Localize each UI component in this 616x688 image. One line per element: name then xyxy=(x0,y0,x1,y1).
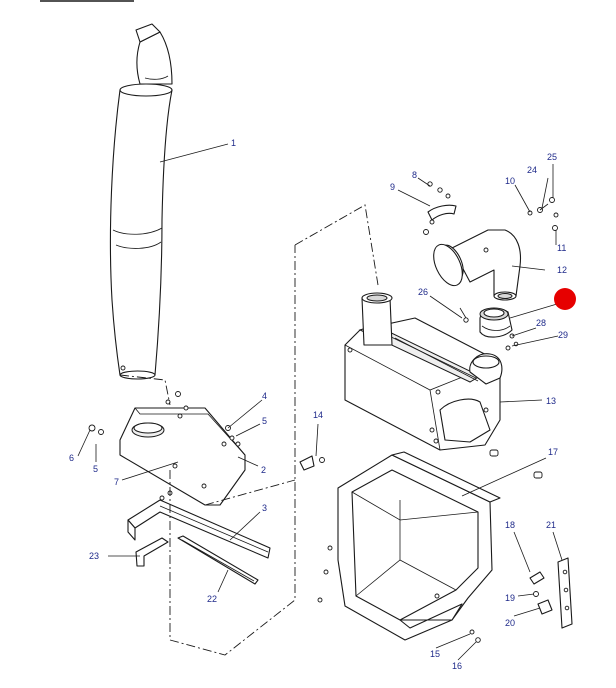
callout-16: 16 xyxy=(452,661,462,671)
callout-12: 12 xyxy=(557,265,567,275)
callout-2: 2 xyxy=(261,465,266,475)
callout-20: 20 xyxy=(505,618,515,628)
coupling-fasteners xyxy=(505,333,519,351)
callout-23: 23 xyxy=(89,551,99,561)
callout-11: 11 xyxy=(557,243,566,253)
assembly-outline xyxy=(119,204,379,656)
clamp-pieces[interactable] xyxy=(529,571,553,615)
rubber-coupling[interactable] xyxy=(479,307,513,338)
elbow-bolts xyxy=(527,197,559,231)
callout-5-left: 5 xyxy=(93,464,98,474)
shield-fittings xyxy=(489,449,543,479)
callout-22: 22 xyxy=(207,594,217,604)
callout-9: 9 xyxy=(390,182,395,192)
callout-21: 21 xyxy=(546,520,556,530)
heat-shield-enclosure[interactable] xyxy=(317,451,501,641)
callout-14: 14 xyxy=(313,410,323,420)
callout-8: 8 xyxy=(412,170,417,180)
highlight-marker[interactable] xyxy=(554,288,576,310)
callout-26: 26 xyxy=(418,287,428,297)
screw-26 xyxy=(459,307,469,323)
callout-19: 19 xyxy=(505,593,515,603)
side-bracket[interactable] xyxy=(557,557,573,629)
muffler-silencer[interactable] xyxy=(344,292,503,451)
callout-7: 7 xyxy=(114,477,119,487)
leader-lines xyxy=(77,143,563,661)
callout-29: 29 xyxy=(558,330,568,340)
callout-4: 4 xyxy=(262,391,267,401)
elbow-pipe[interactable] xyxy=(428,229,522,301)
callout-6: 6 xyxy=(69,453,74,463)
clamp-fasteners xyxy=(427,181,451,199)
callout-24: 24 xyxy=(527,165,537,175)
callout-28: 28 xyxy=(536,318,546,328)
seal-strip[interactable] xyxy=(177,535,259,585)
callout-15: 15 xyxy=(430,649,440,659)
exhaust-mounting-plate[interactable] xyxy=(119,407,246,506)
callout-1: 1 xyxy=(231,138,236,148)
small-bracket[interactable] xyxy=(135,537,169,567)
exhaust-stack-pipe[interactable] xyxy=(109,23,173,380)
callout-10: 10 xyxy=(505,176,515,186)
callout-3: 3 xyxy=(262,503,267,513)
support-bracket-long[interactable] xyxy=(127,499,271,559)
base-bolts xyxy=(469,629,481,643)
callout-18: 18 xyxy=(505,520,515,530)
sensor-14[interactable] xyxy=(299,455,325,471)
callout-labels: 1 2 3 4 5 5 6 7 8 9 10 11 12 13 14 15 16… xyxy=(69,138,568,671)
callout-25: 25 xyxy=(547,152,557,162)
callout-5-right: 5 xyxy=(262,416,267,426)
clamp-bracket[interactable] xyxy=(423,204,457,235)
callout-13: 13 xyxy=(546,396,556,406)
callout-17: 17 xyxy=(548,447,558,457)
